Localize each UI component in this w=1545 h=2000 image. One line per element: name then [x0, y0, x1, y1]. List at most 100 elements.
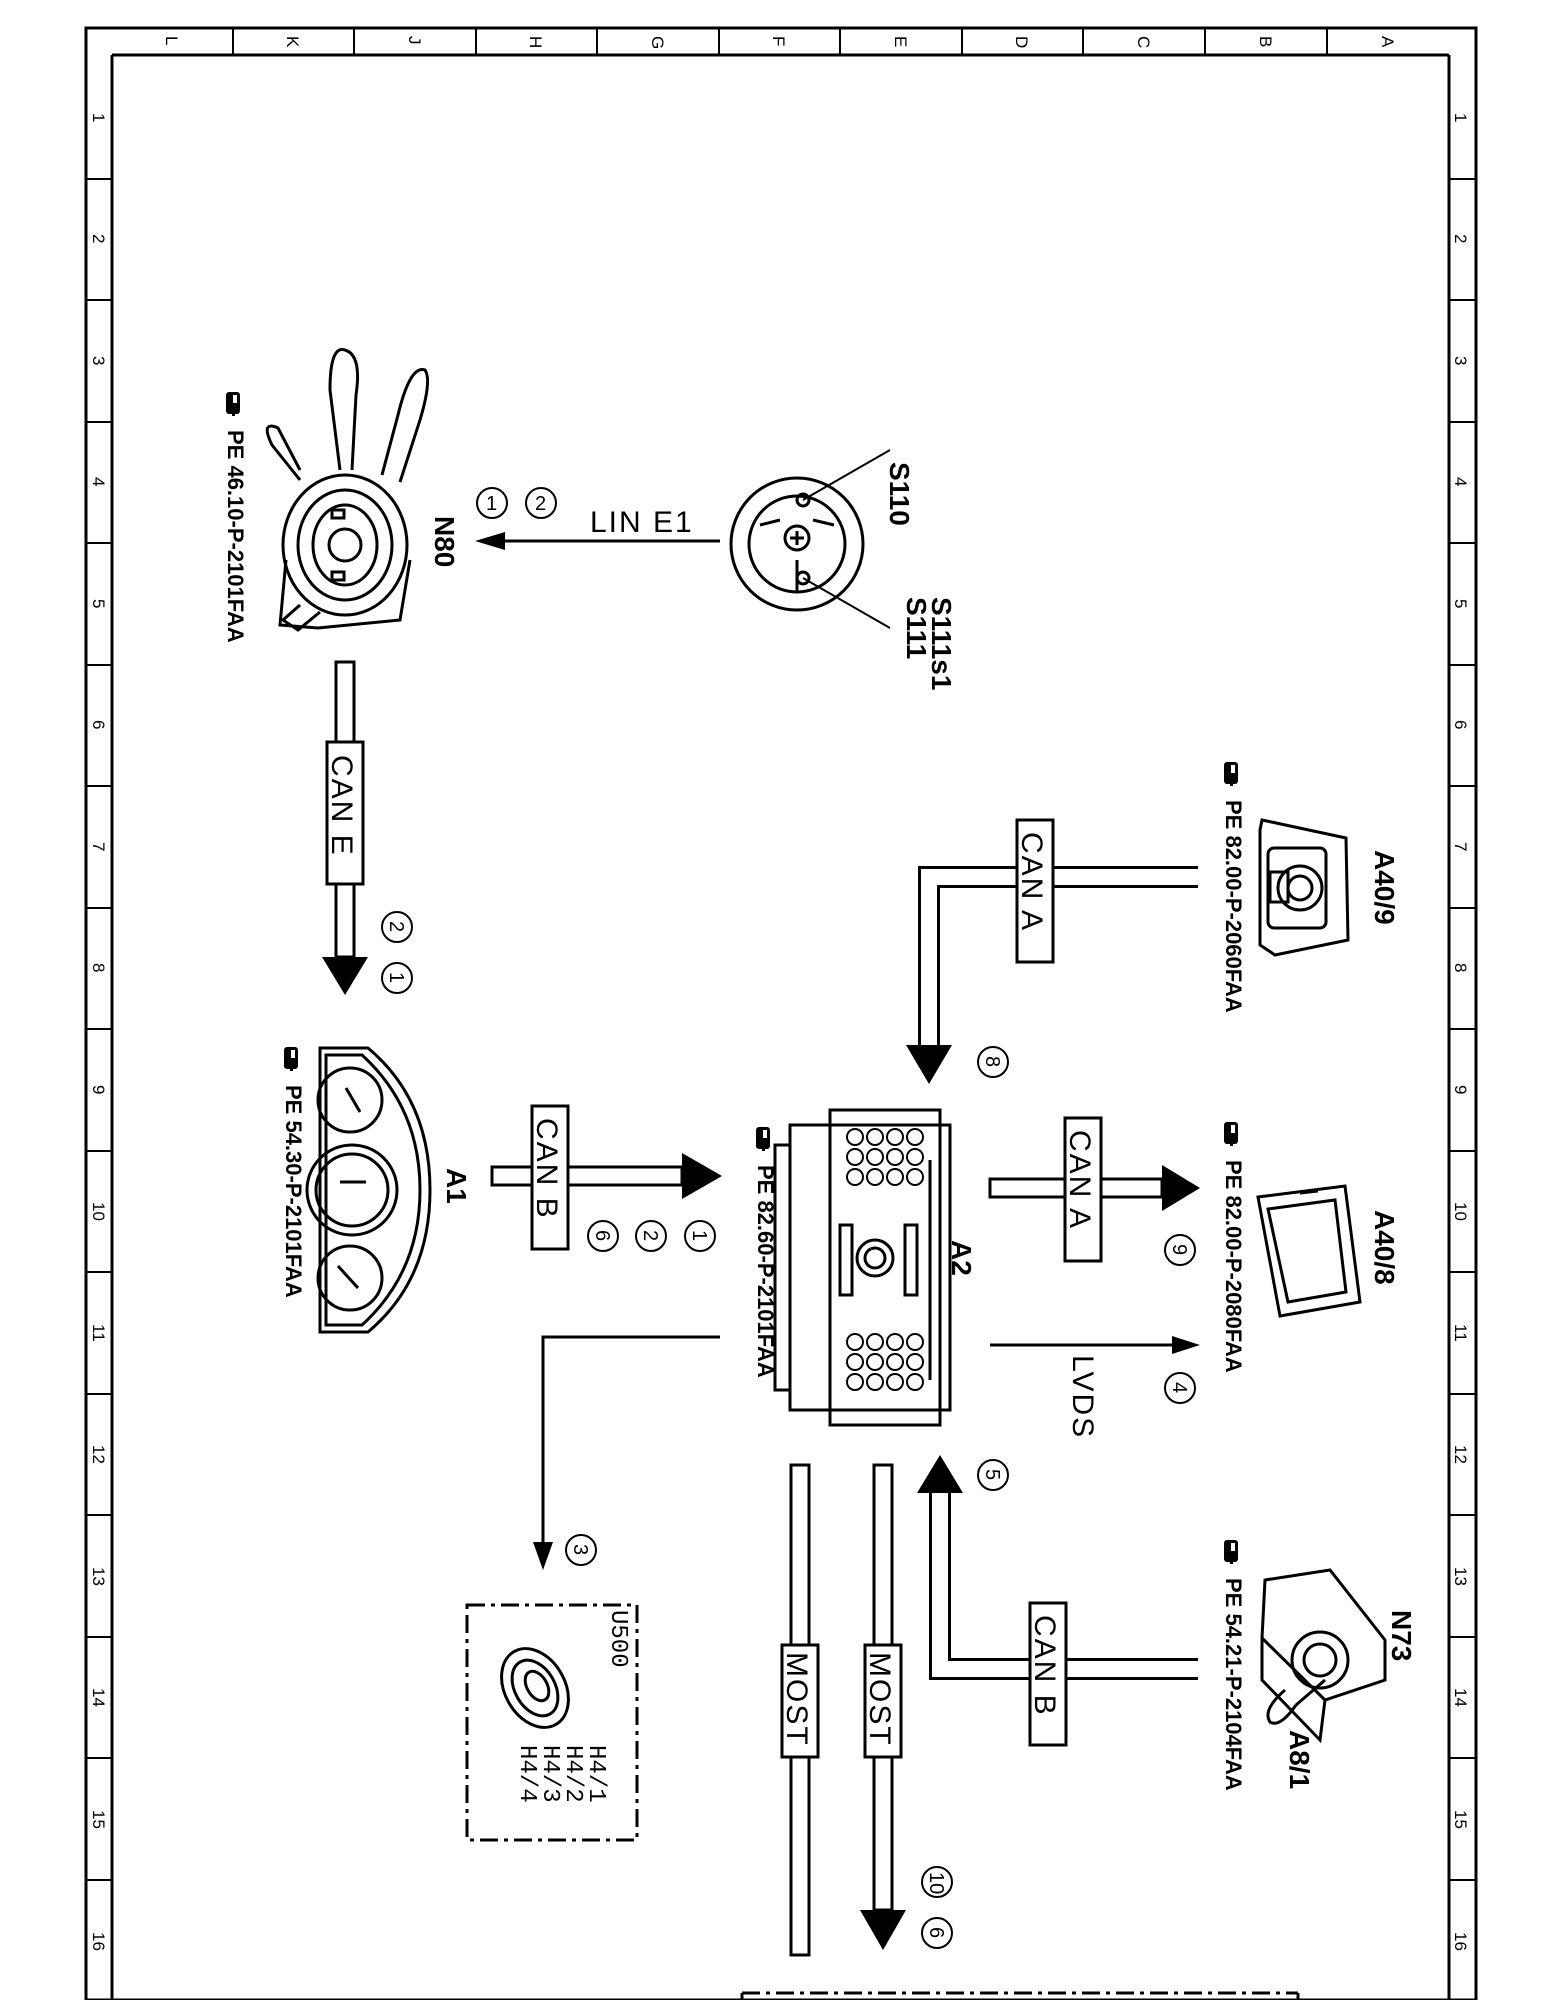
row-label: 4 [89, 477, 108, 486]
marker-1 [684, 1220, 716, 1252]
marker-9 [1164, 1234, 1196, 1266]
col-label: K [283, 36, 302, 48]
row-label: 12 [1451, 1445, 1470, 1464]
column-dividers [232, 28, 1328, 55]
row-label: 5 [1451, 599, 1470, 608]
hand-pointer-icon [1224, 762, 1238, 786]
row-label: 10 [1451, 1202, 1470, 1221]
row-label: 16 [1451, 1932, 1470, 1951]
row-label: 8 [1451, 963, 1470, 972]
a40-8-label: A40/8 [1369, 1210, 1400, 1285]
a2-component: A2 PE 82.60-P-2101FAA [753, 1108, 977, 1427]
n73-ref: PE 54.21-P-2104FAA [1221, 1540, 1246, 1791]
lvds-line: LVDS 4 [990, 1336, 1200, 1439]
can-a-label: CAN A [1015, 832, 1048, 932]
col-label: H [526, 36, 545, 48]
hand-pointer-icon [1224, 1540, 1238, 1564]
u500-label: U500 [604, 1610, 631, 1668]
marker-2 [381, 911, 413, 943]
can-a-right-bus: CAN A 9 [988, 1116, 1200, 1266]
col-label: G [648, 36, 667, 49]
most-label: MOST [863, 1652, 896, 1747]
marker-9-text: 9 [1168, 1244, 1190, 1255]
row-label: 3 [1451, 356, 1470, 365]
a2-ref: PE 82.60-P-2101FAA [753, 1127, 778, 1378]
a2-label: A2 [946, 1240, 977, 1276]
can-b-label: CAN B [530, 1118, 563, 1220]
row-label: 6 [1451, 720, 1470, 729]
col-label: D [1012, 36, 1031, 48]
steering-wheel-icon [729, 476, 865, 612]
row-label: 7 [1451, 842, 1470, 851]
a1-ref-text: PE 54.30-P-2101FAA [281, 1085, 306, 1298]
a1-label: A1 [441, 1168, 472, 1204]
n73-component: N73 A8/1 PE 54.21-P-2104FAA [1221, 1540, 1417, 1791]
a1-ref: PE 54.30-P-2101FAA [281, 1047, 306, 1298]
col-label: A [1378, 36, 1397, 48]
row-label: 12 [89, 1445, 108, 1464]
column-labels: L K J H G F E D C B A [162, 36, 1397, 49]
speaker-icon [500, 1647, 570, 1729]
row-labels: 1 1 2 2 3 3 4 4 5 5 6 6 7 7 8 8 9 9 10 1… [89, 113, 1470, 1951]
col-label: L [162, 36, 181, 45]
u500-component: U500 H4/1 H4/2 H4/3 H4/4 [465, 1603, 639, 1842]
row-label: 9 [1451, 1085, 1470, 1094]
s111-leader [802, 577, 891, 629]
n73-label: N73 [1386, 1610, 1417, 1661]
marker-2-text: 2 [385, 921, 407, 932]
row-label: 7 [89, 842, 108, 851]
outer-frame [84, 26, 1478, 2000]
row-label: 15 [89, 1810, 108, 1829]
hand-pointer-icon [756, 1127, 770, 1151]
marker-10 [921, 1866, 953, 1898]
a1-component: A1 PE 54.30-P-2101FAA [281, 1046, 472, 1334]
n73-ref-text: PE 54.21-P-2104FAA [1221, 1578, 1246, 1791]
row-label: 11 [1451, 1324, 1470, 1342]
row-label: 11 [89, 1324, 108, 1342]
marker-2-text: 2 [535, 493, 546, 515]
u500-output: H4/2 [559, 1745, 586, 1803]
steering-wheel-component: S110 S111s1 S111 [729, 449, 957, 690]
lin-e1-label: LIN E1 [590, 506, 694, 539]
ignition-switch-icon [1260, 1568, 1387, 1744]
row-label: 2 [1451, 234, 1470, 243]
marker-8 [977, 1046, 1009, 1078]
hand-pointer-icon [284, 1047, 298, 1071]
row-label: 3 [89, 356, 108, 365]
can-b-n73-bus: CAN B 5 [917, 1455, 1198, 1747]
marker-2 [525, 487, 557, 519]
row-label: 9 [89, 1085, 108, 1094]
hand-pointer-icon [1224, 1122, 1238, 1146]
most-label: MOST [780, 1652, 813, 1747]
col-label: E [891, 36, 910, 47]
row-label: 1 [89, 113, 108, 122]
head-unit-icon [773, 1108, 952, 1427]
u500-output: H4/3 [536, 1745, 563, 1803]
marker-4-text: 4 [1168, 1382, 1190, 1393]
marker-1 [381, 962, 413, 994]
a8-1-label: A8/1 [1284, 1730, 1315, 1789]
row-label: 13 [1451, 1567, 1470, 1586]
marker-1-text: 1 [385, 972, 407, 983]
row-label: 5 [89, 599, 108, 608]
row-label: 10 [89, 1202, 108, 1221]
s111-label: S111 [901, 597, 932, 659]
a40-8-ref: PE 82.00-P-2080FAA [1221, 1122, 1246, 1373]
marker-1-text: 1 [486, 493, 497, 515]
can-a-top-bus: CAN A 8 [906, 818, 1198, 1084]
display-icon [1256, 1184, 1362, 1318]
marker-6-text: 6 [591, 1230, 613, 1241]
marker-10-text: 10 [925, 1872, 947, 1894]
lvds-label: LVDS [1066, 1355, 1099, 1439]
row-label: 1 [1451, 113, 1470, 122]
can-e-bus: CAN E 2 1 [322, 660, 413, 995]
marker-4 [1164, 1372, 1196, 1404]
row-label: 6 [89, 720, 108, 729]
lin-e1-line: LIN E1 1 2 [475, 487, 720, 550]
n80-label: N80 [429, 516, 460, 567]
a40-9-ref: PE 82.00-P-2060FAA [1221, 762, 1246, 1013]
a40-8-component: A40/8 PE 82.00-P-2080FAA [1221, 1122, 1400, 1373]
instrument-cluster-icon [305, 1046, 432, 1334]
marker-1 [476, 487, 508, 519]
